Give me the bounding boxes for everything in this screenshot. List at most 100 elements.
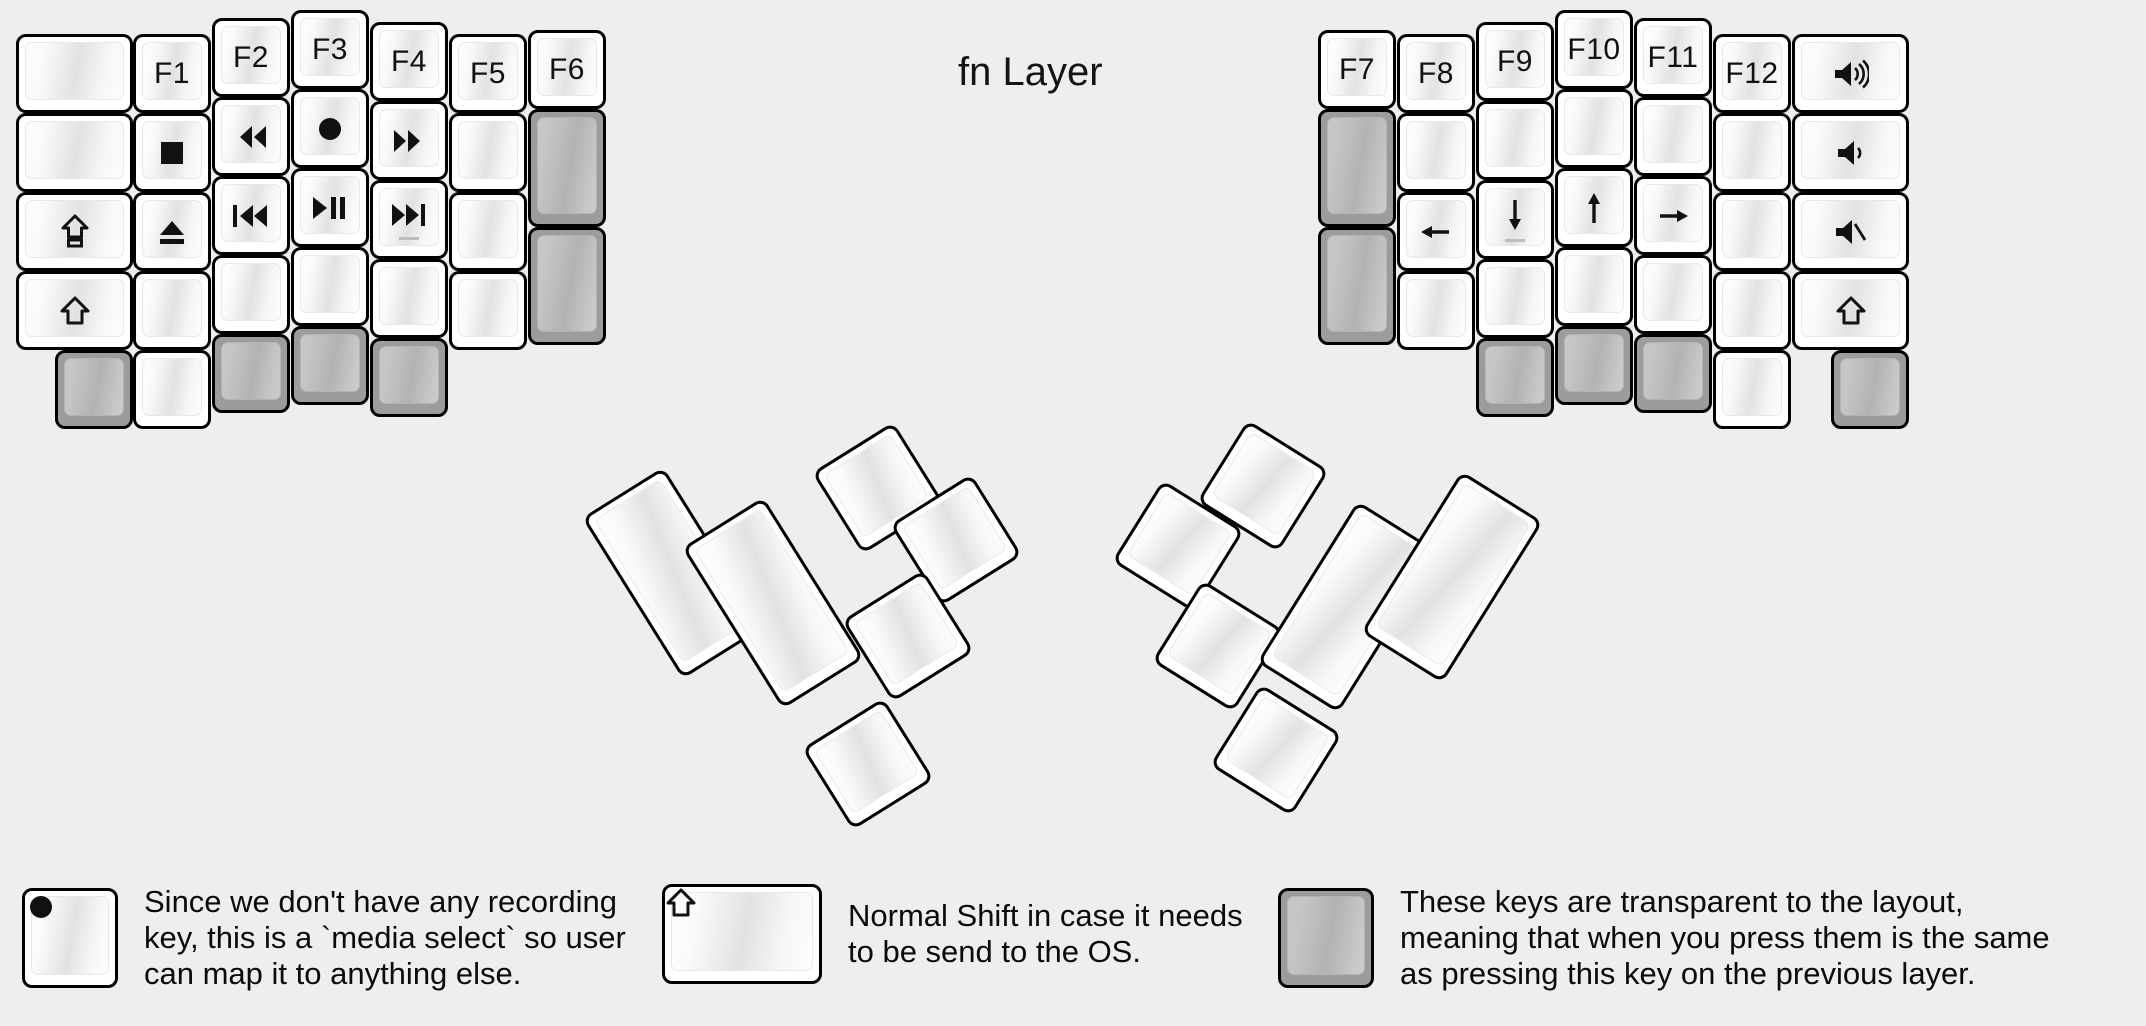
keycap-face [1327, 117, 1387, 214]
keycap-face [142, 279, 202, 337]
legend-key-shift-icon [662, 884, 822, 984]
transparent-key[interactable] [1318, 227, 1396, 345]
transparent-key[interactable] [528, 109, 606, 227]
blank-key[interactable] [1713, 113, 1791, 192]
transparent-key[interactable] [1831, 350, 1909, 429]
blank-key[interactable] [1713, 192, 1791, 271]
transparent-key[interactable] [1476, 338, 1554, 417]
legend-key-glyph [25, 891, 115, 931]
blank-key[interactable] [291, 247, 369, 326]
legend-key-glyph [665, 887, 819, 926]
blank-key[interactable] [449, 271, 527, 350]
transparent-key[interactable] [528, 227, 606, 345]
key-f6[interactable]: F6 [528, 30, 606, 109]
arrow-up-icon[interactable] [1555, 168, 1633, 247]
blank-key[interactable] [212, 255, 290, 334]
keycap-face [1327, 38, 1387, 96]
caps-lock-icon[interactable] [16, 192, 133, 271]
blank-key[interactable] [1476, 259, 1554, 338]
keycap-face [1643, 184, 1703, 242]
key-f8[interactable]: F8 [1397, 34, 1475, 113]
volume-down-icon[interactable] [1792, 113, 1909, 192]
blank-key[interactable] [449, 192, 527, 271]
keycap-face [221, 184, 281, 242]
keycap-face [300, 18, 360, 76]
key-f5[interactable]: F5 [449, 34, 527, 113]
stop-icon[interactable] [133, 113, 211, 192]
blank-key[interactable] [133, 271, 211, 350]
keycap-face [1801, 121, 1900, 179]
keycap-face [25, 279, 124, 337]
keycap-face [25, 42, 124, 100]
keycap-face [379, 30, 439, 88]
blank-key[interactable] [16, 34, 133, 113]
arrow-left-icon[interactable] [1397, 192, 1475, 271]
keycap-face [1643, 26, 1703, 84]
transparent-key[interactable] [291, 326, 369, 405]
previous-track-icon[interactable] [212, 176, 290, 255]
keycap-face [1485, 30, 1545, 88]
play-pause-icon[interactable] [291, 168, 369, 247]
blank-key[interactable] [1555, 89, 1633, 168]
legend-key-record-icon [22, 887, 118, 988]
keycap-face [458, 200, 518, 258]
blank-key[interactable] [1634, 97, 1712, 176]
blank-key[interactable] [16, 113, 133, 192]
transparent-key[interactable] [212, 334, 290, 413]
arrow-down-icon[interactable] [1476, 180, 1554, 259]
key-f7[interactable]: F7 [1318, 30, 1396, 109]
transparent-key[interactable] [1555, 326, 1633, 405]
key-f2[interactable]: F2 [212, 18, 290, 97]
blank-key[interactable] [370, 259, 448, 338]
blank-key[interactable] [1397, 271, 1475, 350]
fast-forward-icon[interactable] [370, 101, 448, 180]
key-f4[interactable]: F4 [370, 22, 448, 101]
arrow-right-icon[interactable] [1634, 176, 1712, 255]
page-title: fn Layer [958, 50, 1103, 94]
blank-key[interactable] [1555, 247, 1633, 326]
volume-up-icon[interactable] [1792, 34, 1909, 113]
shift-icon[interactable] [1792, 271, 1909, 350]
key-f10[interactable]: F10 [1555, 10, 1633, 89]
transparent-key[interactable] [1634, 334, 1712, 413]
key-f3[interactable]: F3 [291, 10, 369, 89]
legend-item: These keys are transparent to the layout… [1278, 884, 2050, 992]
keycap-face [671, 892, 813, 971]
blank-key[interactable] [1713, 271, 1791, 350]
keycap-face [1485, 267, 1545, 325]
key-f11[interactable]: F11 [1634, 18, 1712, 97]
keycap-face [1722, 279, 1782, 337]
transparent-key[interactable] [1318, 109, 1396, 227]
keycap-face [1327, 235, 1387, 332]
blank-key[interactable] [1713, 350, 1791, 429]
keycap-face [1406, 42, 1466, 100]
record-icon[interactable] [291, 89, 369, 168]
shift-icon[interactable] [16, 271, 133, 350]
legend-item: Normal Shift in case it needs to be send… [662, 884, 1243, 984]
blank-key[interactable] [133, 350, 211, 429]
transparent-key[interactable] [370, 338, 448, 417]
blank-key[interactable] [449, 113, 527, 192]
next-track-icon[interactable] [370, 180, 448, 259]
blank-key[interactable] [1634, 255, 1712, 334]
keycap-face [458, 279, 518, 337]
transparent-key[interactable] [55, 350, 133, 429]
rewind-icon[interactable] [212, 97, 290, 176]
keycap-face [537, 235, 597, 332]
keycap-face [1406, 200, 1466, 258]
key-f9[interactable]: F9 [1476, 22, 1554, 101]
blank-key[interactable] [1476, 101, 1554, 180]
volume-mute-icon[interactable] [1792, 192, 1909, 271]
key-f12[interactable]: F12 [1713, 34, 1791, 113]
keycap-face [1722, 200, 1782, 258]
eject-icon[interactable] [133, 192, 211, 271]
blank-key[interactable] [1397, 113, 1475, 192]
keycap-face [300, 334, 360, 392]
keycap-face [1564, 97, 1624, 155]
key-f1[interactable]: F1 [133, 34, 211, 113]
keycap-face [300, 176, 360, 234]
keycap-face [1485, 346, 1545, 404]
legend-text: These keys are transparent to the layout… [1400, 884, 2050, 991]
keycap-face [1564, 176, 1624, 234]
keycap-face [1801, 42, 1900, 100]
